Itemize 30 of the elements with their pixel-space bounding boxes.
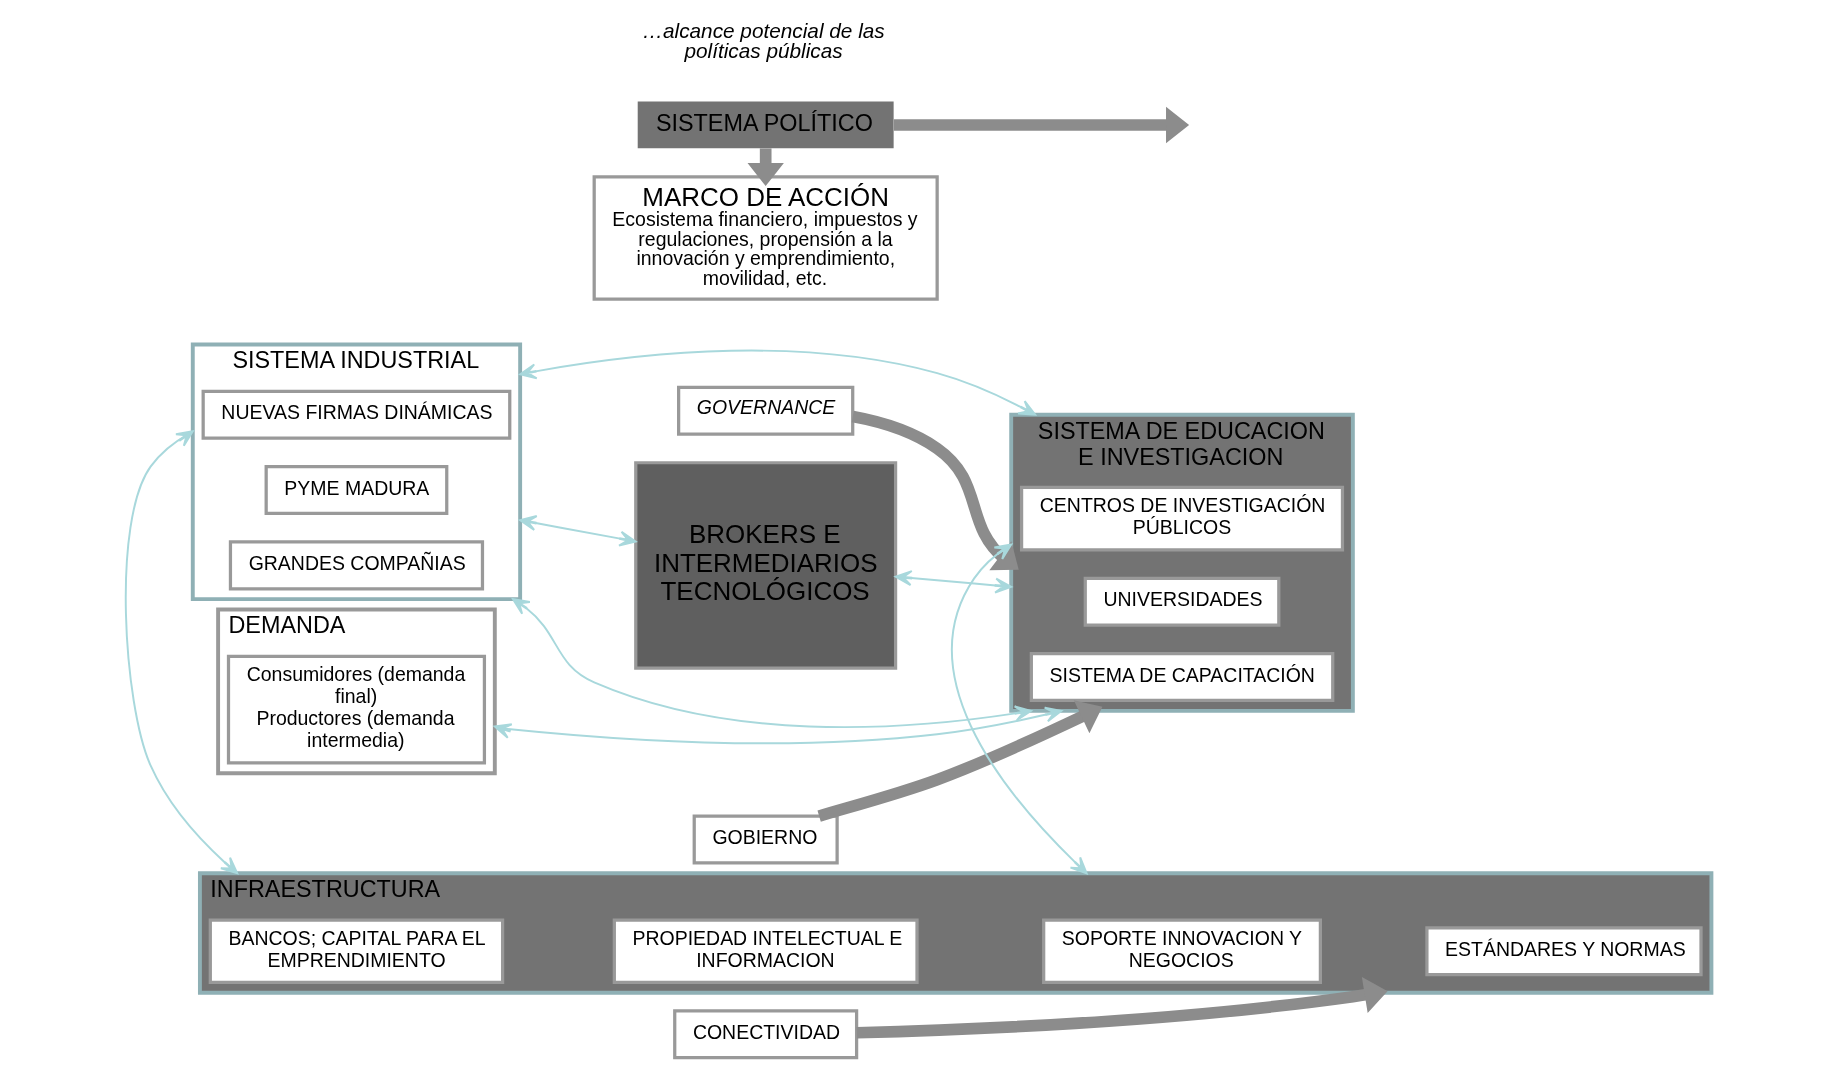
label: …alcance potencial de las políticas públicas: [642, 18, 885, 63]
arrow: [512, 598, 1033, 729]
arrow: [894, 570, 1013, 594]
arrow: [493, 706, 1063, 744]
node-box: GOBIERNO: [692, 814, 839, 865]
node-box: SOPORTE INNOVACION Y NEGOCIOS: [1042, 918, 1322, 984]
node-box: ESTÁNDARES Y NORMAS: [1425, 926, 1703, 977]
node-box: UNIVERSIDADES: [1083, 576, 1281, 627]
node-box: SISTEMA DE CAPACITACIÓN: [1029, 652, 1335, 703]
arrow: [519, 515, 637, 547]
node-box: Consumidores (demanda final) Productores (demanda intermedia): [226, 654, 487, 765]
arrow: [817, 700, 1103, 822]
node-box: CENTROS DE INVESTIGACIÓN PÚBLICOS: [1019, 485, 1345, 552]
arrow: [519, 349, 1037, 416]
node-box: SISTEMA POLÍTICO: [637, 101, 894, 149]
node-box: NUEVAS FIRMAS DINÁMICAS: [201, 389, 512, 440]
node-box: CONECTIVIDAD: [673, 1009, 859, 1060]
node-box: GOVERNANCE: [677, 385, 855, 436]
arrow: [851, 410, 1019, 571]
node-box: GRANDES COMPAÑIAS: [228, 540, 485, 591]
node-box: MARCO DE ACCIÓN Ecosistema financiero, impuestos y regulaciones, propensión a la innovación y emprendimiento, movilidad, etc.: [592, 175, 939, 301]
node-box: BROKERS E INTERMEDIARIOS TECNOLÓGICOS: [634, 461, 898, 670]
node-box: PROPIEDAD INTELECTUAL E INFORMACION: [612, 918, 919, 984]
node-box: BANCOS; CAPITAL PARA EL EMPRENDIMIENTO: [208, 918, 505, 984]
arrow: [747, 148, 784, 187]
arrow: [950, 543, 1088, 875]
arrow: [856, 977, 1388, 1039]
arrow: [893, 106, 1190, 144]
node-box: PYME MADURA: [264, 465, 449, 516]
arrow: [124, 430, 239, 875]
